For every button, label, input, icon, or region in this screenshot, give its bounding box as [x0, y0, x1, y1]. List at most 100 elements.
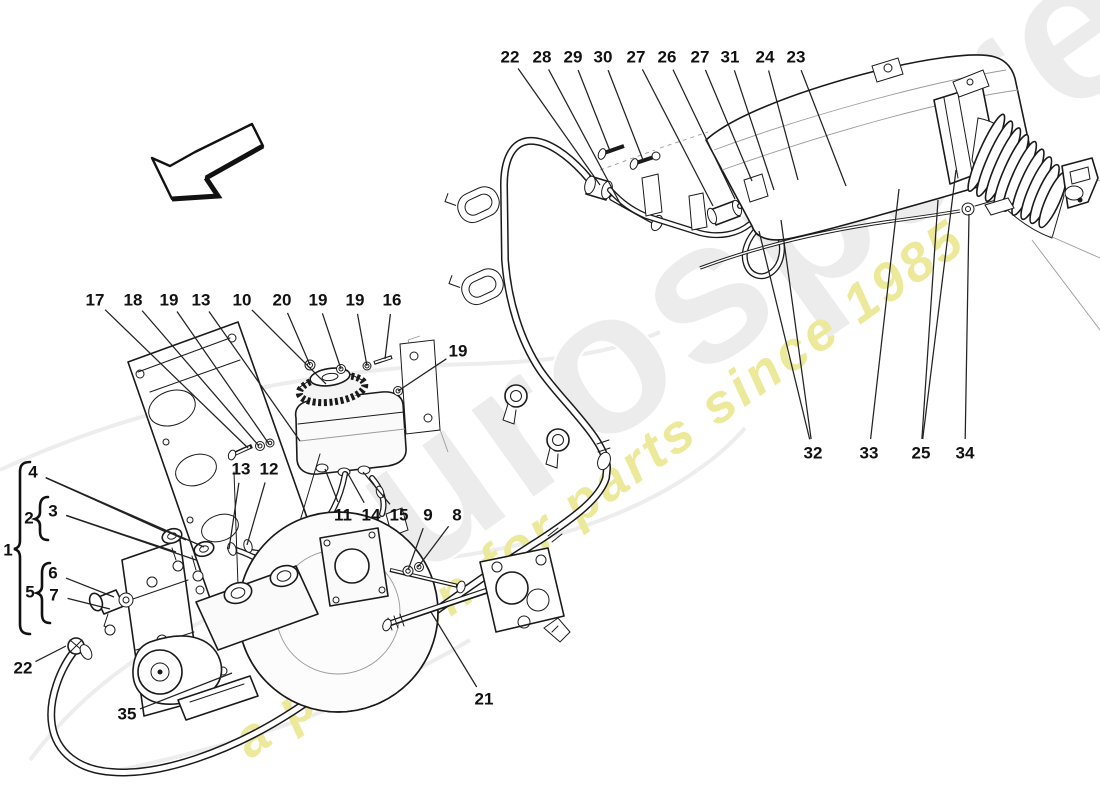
duct-clamp: [1031, 157, 1100, 331]
callout-label-12-33: 12: [260, 460, 279, 479]
callout-label-8-38: 8: [452, 506, 461, 525]
callout-label-23-9: 23: [787, 48, 806, 67]
push-rod: [382, 586, 493, 632]
callout-label-19-20: 19: [309, 291, 328, 310]
callout-label-10-18: 10: [233, 291, 252, 310]
callout-label-28-1: 28: [533, 48, 552, 67]
leader-line: [286, 312, 311, 366]
callout-label-16-22: 16: [383, 291, 402, 310]
callout-label-13-17: 13: [192, 291, 211, 310]
leader-line: [800, 69, 847, 187]
booster-flange: [319, 527, 466, 607]
hose-clip: [67, 637, 93, 660]
callout-label-15-36: 15: [390, 506, 409, 525]
leader-line: [139, 672, 233, 710]
union-fitting: [88, 589, 134, 636]
leader-line: [356, 313, 368, 367]
leader-line: [517, 68, 601, 186]
callout-label-5-28: 5: [25, 583, 34, 602]
leader-line: [65, 514, 197, 561]
leader-line: [417, 525, 450, 568]
leader-line: [346, 471, 365, 504]
callout-label-22-0: 22: [501, 48, 520, 67]
leader-line: [176, 311, 270, 445]
bracket-screw: [597, 144, 661, 170]
pump-bracket: [177, 675, 259, 721]
grommet: [444, 186, 500, 224]
callout-label-27-6: 27: [691, 48, 710, 67]
intake-duct: [967, 113, 1068, 239]
leader-line: [767, 70, 799, 181]
callout-label-7-30: 7: [49, 586, 58, 605]
master-cylinder: [195, 564, 319, 683]
leader-line: [362, 471, 391, 505]
callout-label-26-5: 26: [658, 48, 677, 67]
fasteners-reservoir: [227, 355, 403, 461]
leader-line: [407, 527, 424, 571]
leader-line: [208, 311, 301, 442]
callout-label-20-19: 20: [273, 291, 292, 310]
leader-line: [964, 213, 970, 440]
callout-label-29-2: 29: [564, 48, 583, 67]
vacuum-hose: [47, 136, 664, 777]
callout-label-14-35: 14: [362, 506, 381, 525]
leader-line: [758, 230, 811, 440]
thin-pipe: [699, 199, 997, 270]
leader-line: [780, 219, 812, 440]
callout-label-27-4: 27: [627, 48, 646, 67]
hose-coupling: [584, 175, 613, 201]
duct-nozzle: [984, 197, 1015, 216]
leader-line: [607, 69, 644, 161]
callout-label-22-31: 22: [14, 659, 33, 678]
callout-label-19-16: 19: [160, 291, 179, 310]
callout-label-2-26: 2: [24, 509, 33, 528]
callout-label-11-34: 11: [334, 506, 352, 525]
leader-line: [141, 310, 260, 447]
pipe-bracket: [641, 173, 663, 217]
leader-line: [704, 69, 753, 182]
leader-line: [577, 69, 611, 152]
leader-line: [45, 477, 205, 548]
mounting-block: [479, 547, 571, 643]
reservoir-bracket: [399, 339, 441, 435]
callout-label-19-23: 19: [449, 342, 468, 361]
callout-label-13-32: 13: [232, 460, 251, 479]
callout-label-1-24: 1: [3, 541, 12, 560]
callout-label-6-29: 6: [48, 564, 57, 583]
reservoir-cap: [295, 367, 369, 407]
callout-label-17-14: 17: [86, 291, 105, 310]
watermark-swoosh: [119, 638, 472, 772]
callout-label-4-25: 4: [28, 463, 38, 482]
p-clip: [502, 384, 528, 425]
p-clip: [545, 428, 570, 469]
leader-line: [67, 597, 111, 610]
leader-line: [35, 645, 67, 663]
callout-label-35-39: 35: [118, 705, 137, 724]
grouping-brackets: [13, 460, 52, 636]
callout-label-21-40: 21: [475, 690, 494, 709]
leader-line: [397, 358, 447, 392]
callout-label-9-37: 9: [423, 506, 432, 525]
direction-arrow-icon: [150, 122, 265, 202]
leader-line: [228, 482, 240, 550]
callout-label-34-13: 34: [956, 444, 975, 463]
leader-line: [321, 313, 342, 370]
callout-label-24-8: 24: [756, 48, 775, 67]
leader-line: [104, 309, 249, 449]
leader-line: [251, 309, 327, 385]
callout-label-33-11: 33: [860, 444, 879, 463]
callout-label-19-21: 19: [346, 291, 365, 310]
leader-line: [869, 188, 900, 440]
leader-line: [921, 199, 939, 440]
callout-label-31-7: 31: [721, 48, 740, 67]
leader-line: [922, 169, 957, 440]
pipe-bracket: [688, 192, 708, 231]
leader-line: [324, 468, 339, 503]
leader-line: [733, 70, 775, 191]
callout-label-18-15: 18: [124, 291, 143, 310]
callout-label-30-3: 30: [594, 48, 613, 67]
pump: [132, 635, 259, 721]
callout-label-32-10: 32: [804, 444, 823, 463]
